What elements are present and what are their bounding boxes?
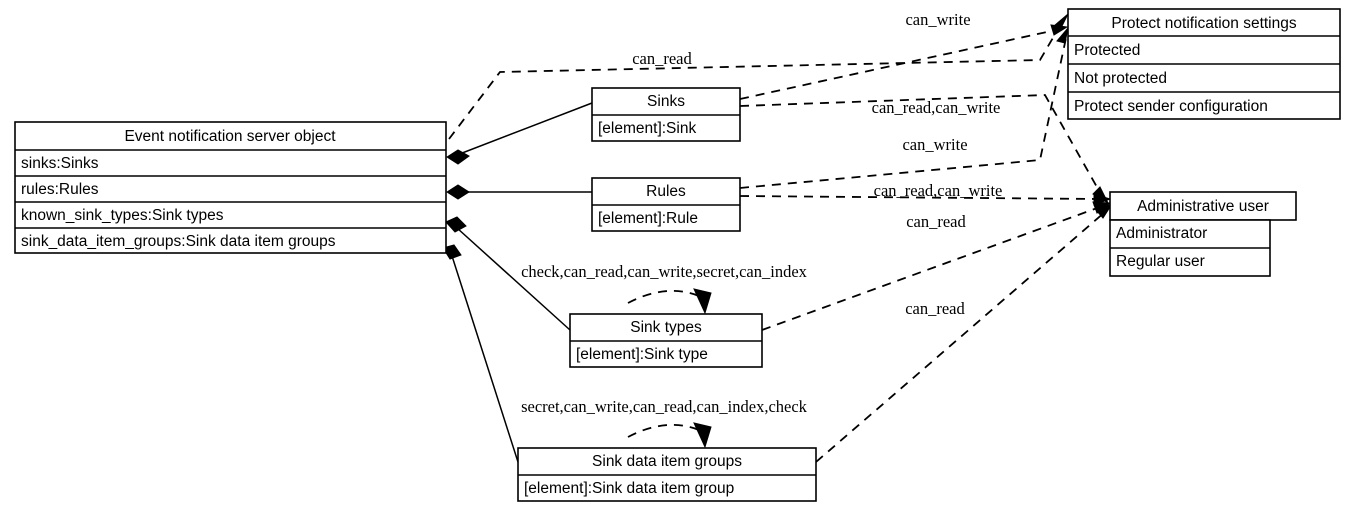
class-title: Sink types — [630, 319, 702, 336]
class-attribute: Protected — [1074, 42, 1140, 59]
class-title: Sink data item groups — [592, 453, 742, 470]
edge-sinks-to-protect-settings — [739, 24, 1069, 100]
edge-label-can-read-rules: can_read — [906, 212, 966, 231]
class-box-sinks[interactable]: Sinks [element]:Sink — [591, 87, 741, 142]
class-box-sink-data-item-groups[interactable]: Sink data item groups [element]:Sink dat… — [517, 447, 817, 502]
edge-self-loop-sink-types — [627, 288, 712, 315]
edge-label-rules-perm: can_read,can_write — [874, 181, 1003, 200]
edge-label-groups-self: secret,can_write,can_read,can_index,chec… — [521, 397, 808, 416]
class-box-sink-types[interactable]: Sink types [element]:Sink type — [569, 313, 763, 368]
edge-label-can-read-top: can_read — [632, 49, 692, 68]
class-title: Administrative user — [1137, 198, 1269, 215]
class-attribute: Not protected — [1074, 70, 1167, 87]
edge-composition-server-sink-types — [445, 216, 571, 331]
edge-composition-server-sinks — [446, 102, 593, 165]
class-box-event-notification-server-object[interactable]: Event notification server object sinks:S… — [14, 121, 447, 254]
class-box-protect-notification-settings[interactable]: Protect notification settings Protected … — [1067, 8, 1341, 120]
edge-composition-server-rules — [446, 184, 592, 200]
class-attribute: Regular user — [1116, 253, 1205, 270]
class-title: Protect notification settings — [1111, 15, 1296, 32]
class-attribute: known_sink_types:Sink types — [21, 207, 224, 224]
class-title: Rules — [646, 183, 686, 200]
class-attribute: sink_data_item_groups:Sink data item gro… — [21, 233, 336, 250]
class-attribute: rules:Rules — [21, 181, 99, 198]
edge-label-can-write-top: can_write — [905, 10, 970, 29]
class-title: Sinks — [647, 93, 685, 110]
class-attribute: Protect sender configuration — [1074, 98, 1268, 115]
edge-groups-to-admin-user — [815, 203, 1114, 463]
class-attribute: Administrator — [1116, 225, 1207, 242]
edge-label-can-read-sink-types: can_read — [905, 299, 965, 318]
class-box-rules[interactable]: Rules [element]:Rule — [591, 177, 741, 232]
class-box-administrative-user[interactable]: Administrative user Administrator Regula… — [1109, 191, 1297, 277]
edge-label-can-write-mid: can_write — [902, 135, 967, 154]
edge-label-sinks-perm: can_read,can_write — [872, 98, 1001, 117]
edge-self-loop-groups — [627, 422, 712, 449]
class-attribute: [element]:Sink data item group — [524, 480, 734, 497]
edge-rules-to-protect-settings — [739, 27, 1069, 189]
class-attribute: sinks:Sinks — [21, 155, 99, 172]
class-attribute: [element]:Sink — [598, 120, 696, 137]
class-title: Event notification server object — [124, 128, 336, 145]
class-attribute: [element]:Rule — [598, 210, 698, 227]
edge-composition-server-groups — [442, 244, 519, 463]
edge-server-to-protect-settings — [448, 13, 1069, 140]
edge-label-sink-types-self: check,can_read,can_write,secret,can_inde… — [521, 262, 808, 281]
class-attribute: [element]:Sink type — [576, 346, 708, 363]
